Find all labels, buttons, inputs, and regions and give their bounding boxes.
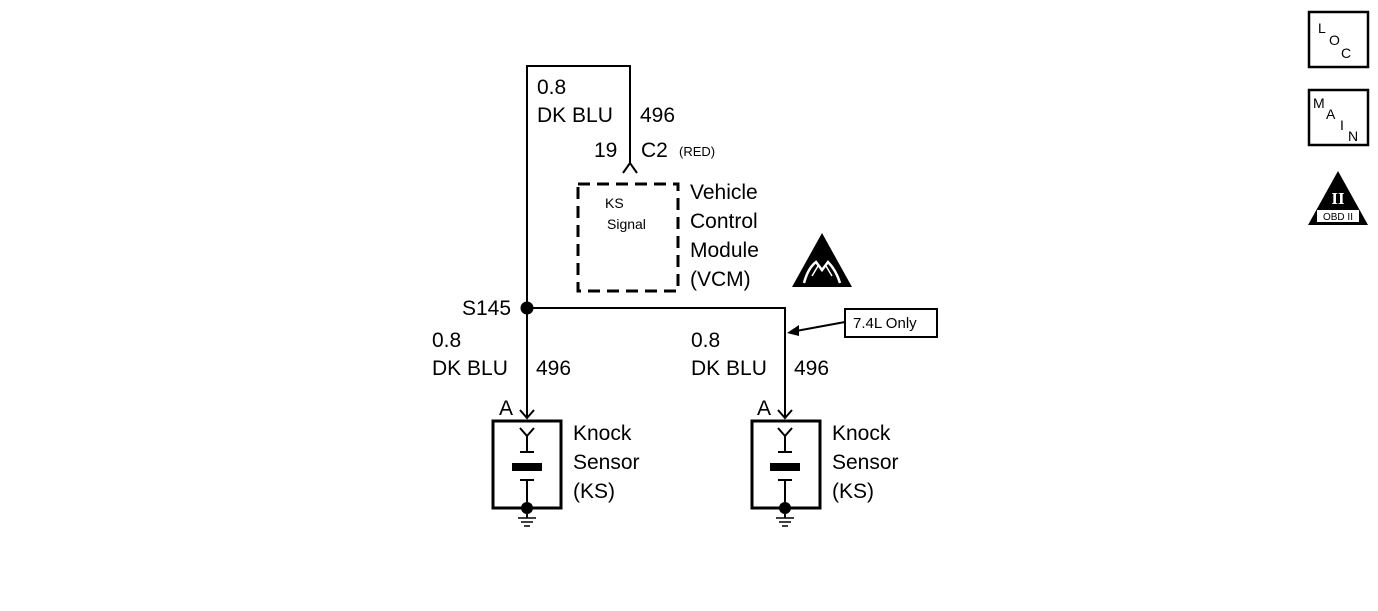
main-letter-1: M: [1313, 95, 1325, 111]
left-sensor-label-1: Knock: [573, 422, 632, 445]
main-letter-2: A: [1326, 106, 1336, 122]
note-arrowhead: [787, 325, 799, 336]
vcm-inner-label-1: KS: [605, 195, 624, 211]
esd-warning-icon: [792, 233, 852, 287]
left-wire-circuit: 496: [536, 357, 571, 380]
main-letter-4: N: [1348, 128, 1358, 144]
note-box: [844, 308, 938, 338]
top-wire-circuit: 496: [640, 104, 675, 127]
obd-numeral: II: [1331, 189, 1345, 208]
vcm-label-3: Module: [690, 239, 759, 262]
left-knock-sensor: [491, 419, 563, 514]
loc-button[interactable]: L O C: [1307, 10, 1370, 69]
connector-pin: 19: [594, 139, 617, 162]
vcm-inner-label-2: Signal: [607, 216, 646, 232]
connector-symbol: [622, 161, 638, 174]
right-wire-color: DK BLU: [691, 357, 767, 380]
left-wire-gauge: 0.8: [432, 329, 461, 352]
vcm-label-4: (VCM): [690, 268, 751, 291]
left-sensor-label-2: Sensor: [573, 451, 640, 474]
vcm-label-1: Vehicle: [690, 181, 758, 204]
right-terminal-arrow: [777, 409, 793, 420]
right-terminal: A: [757, 397, 771, 420]
loc-letter-3: C: [1341, 45, 1351, 61]
connector-name: C2: [641, 139, 668, 162]
ground-icon: [518, 514, 536, 527]
left-wire-color: DK BLU: [432, 357, 508, 380]
note-label: 7.4L Only: [853, 315, 917, 332]
connector-color-note: (RED): [679, 144, 715, 159]
main-letter-3: I: [1340, 117, 1344, 133]
right-wire-circuit: 496: [794, 357, 829, 380]
left-terminal-arrow: [519, 409, 535, 420]
vcm-box: [576, 182, 680, 293]
top-wire-gauge: 0.8: [537, 76, 566, 99]
right-wire-gauge: 0.8: [691, 329, 720, 352]
right-knock-sensor: [750, 419, 822, 514]
top-wire: [526, 65, 631, 308]
loc-letter-1: L: [1318, 20, 1326, 36]
left-sensor-label-3: (KS): [573, 480, 615, 503]
left-terminal: A: [499, 397, 513, 420]
main-button[interactable]: M A I N: [1307, 88, 1370, 147]
obd-label: OBD II: [1323, 212, 1353, 223]
right-sensor-label-2: Sensor: [832, 451, 899, 474]
splice-label: S145: [462, 297, 511, 320]
top-wire-color: DK BLU: [537, 104, 613, 127]
ground-icon: [776, 514, 794, 527]
right-sensor-label-1: Knock: [832, 422, 891, 445]
loc-letter-2: O: [1329, 32, 1340, 48]
vcm-label-2: Control: [690, 210, 758, 233]
right-sensor-label-3: (KS): [832, 480, 874, 503]
note-arrow-line: [795, 321, 846, 332]
obd-ii-button[interactable]: II OBD II: [1308, 171, 1368, 225]
branch-wire: [527, 307, 786, 418]
